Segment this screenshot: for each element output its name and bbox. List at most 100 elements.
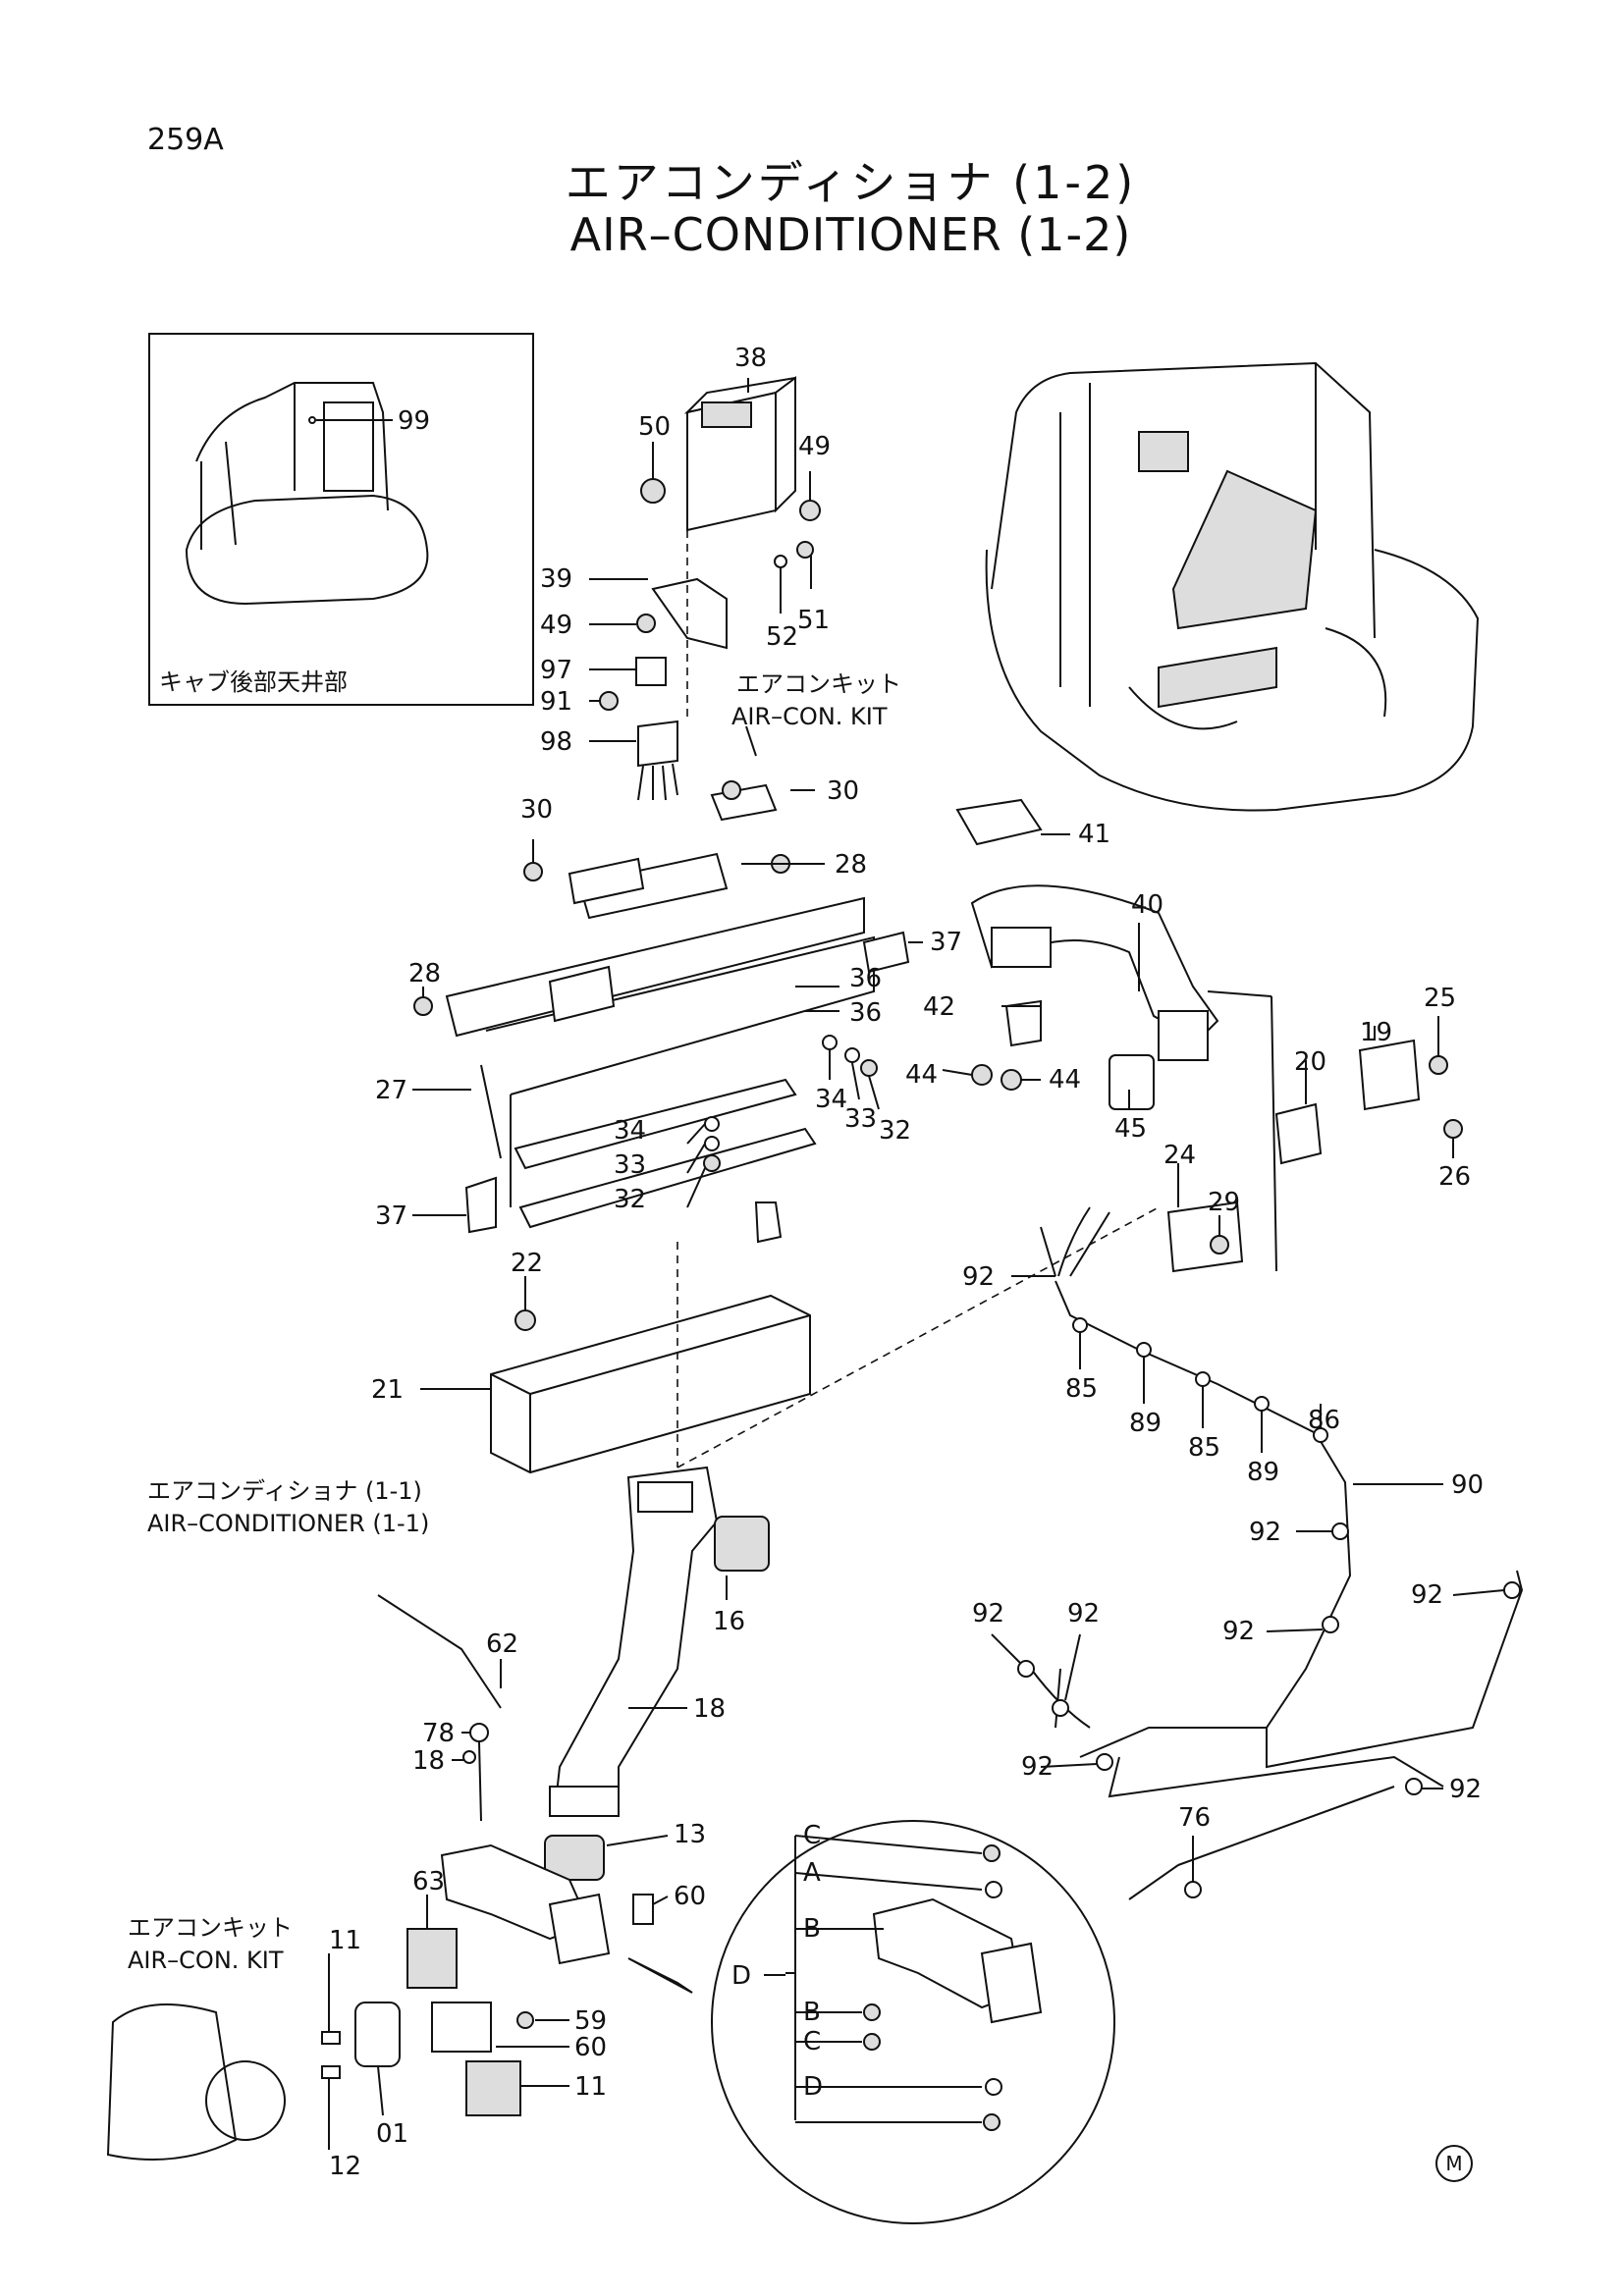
callout: 63 xyxy=(412,1867,445,1896)
callout-labels: 38 50 49 39 51 52 49 97 91 98 30 30 28 4… xyxy=(329,344,1484,2181)
callout: 91 xyxy=(540,687,572,717)
callout: 49 xyxy=(540,611,572,640)
callout: 89 xyxy=(1247,1458,1279,1487)
callout: 37 xyxy=(930,928,962,957)
callout: 33 xyxy=(614,1150,646,1180)
callout: 36 xyxy=(849,964,882,993)
callout: 42 xyxy=(923,992,955,1022)
callout: 11 xyxy=(574,2072,607,2102)
callout: 32 xyxy=(614,1185,646,1214)
callout: 40 xyxy=(1131,890,1163,920)
callout: 92 xyxy=(1067,1599,1100,1629)
callout: 22 xyxy=(511,1249,543,1278)
callout: 30 xyxy=(827,776,859,806)
callout: 45 xyxy=(1114,1114,1147,1144)
callout: 92 xyxy=(1411,1580,1443,1610)
callout: C xyxy=(803,2027,821,2056)
callout: 78 xyxy=(422,1719,455,1748)
inset-cab-view: 99 キャブ後部天井部 xyxy=(148,333,534,706)
callout: 28 xyxy=(835,850,867,880)
callout: 85 xyxy=(1065,1374,1098,1404)
callout: 92 xyxy=(1249,1518,1281,1547)
callout: 92 xyxy=(972,1599,1004,1629)
inset-caption: キャブ後部天井部 xyxy=(159,668,348,696)
callout: 28 xyxy=(408,959,441,988)
title-japanese: エアコンディショナ (1-2) xyxy=(565,156,1137,209)
callout: 85 xyxy=(1188,1433,1220,1463)
callout: 90 xyxy=(1451,1470,1484,1500)
callout: 50 xyxy=(638,412,671,442)
callout: 01 xyxy=(376,2119,408,2149)
footer-circled-mark: M xyxy=(1435,2145,1473,2182)
callout: 20 xyxy=(1294,1047,1326,1077)
callout: 92 xyxy=(1222,1617,1255,1646)
callout: 13 xyxy=(674,1820,706,1849)
callout: 33 xyxy=(844,1104,877,1134)
callout: 92 xyxy=(962,1262,995,1292)
callout: 59 xyxy=(574,2006,607,2036)
callout: 16 xyxy=(713,1607,745,1636)
callout: A xyxy=(803,1858,821,1888)
callout: 38 xyxy=(734,344,767,373)
callout: 11 xyxy=(329,1926,361,1955)
callout: 60 xyxy=(574,2033,607,2062)
callout: 18 xyxy=(412,1746,445,1776)
title-english: AIR–CONDITIONER (1-2) xyxy=(569,208,1132,261)
ref-note-en: AIR–CONDITIONER (1-1) xyxy=(147,1510,429,1537)
rear-duct-box xyxy=(490,1201,1160,1474)
wiring-harness xyxy=(1017,1206,1524,1900)
kit-note-jp: エアコンキット xyxy=(736,670,901,698)
callout: 97 xyxy=(540,656,572,685)
kit-notes: エアコンキット AIR–CON. KIT エアコンキット AIR–CON. KI… xyxy=(128,670,901,1974)
front-duct xyxy=(955,798,1463,1273)
leader-lines xyxy=(328,378,1505,2150)
callout: 34 xyxy=(815,1085,847,1114)
callout: 26 xyxy=(1438,1162,1471,1192)
callout: 29 xyxy=(1208,1188,1240,1217)
callout: 30 xyxy=(520,795,553,825)
callout: 92 xyxy=(1021,1752,1054,1782)
callout: 52 xyxy=(766,622,798,652)
kit-note-en: AIR–CON. KIT xyxy=(731,703,888,730)
kit-note-jp-lower: エアコンキット xyxy=(128,1914,293,1942)
callout: D xyxy=(731,1961,751,1991)
callout: D xyxy=(803,2072,823,2102)
callout: 51 xyxy=(797,606,830,635)
callout: 37 xyxy=(375,1201,407,1231)
callout: 44 xyxy=(905,1060,938,1090)
detail-circle-kit-01 xyxy=(711,1820,1115,2224)
vertical-duct xyxy=(377,1466,770,1881)
callout: B xyxy=(803,1998,821,2027)
callout: 49 xyxy=(798,432,831,461)
callout: 25 xyxy=(1424,984,1456,1013)
callout: 98 xyxy=(540,727,572,757)
callout: 27 xyxy=(375,1076,407,1105)
callout: C xyxy=(803,1821,821,1850)
callout: 44 xyxy=(1049,1065,1081,1095)
lower-bracket-assembly xyxy=(106,1843,693,2161)
callout: 86 xyxy=(1308,1406,1340,1435)
page-code: 259A xyxy=(147,123,224,157)
cab-machine-outline xyxy=(985,361,1480,812)
callout: 36 xyxy=(849,998,882,1028)
callout: 24 xyxy=(1163,1141,1196,1170)
relay-bracket-assembly xyxy=(599,376,821,801)
callout: 60 xyxy=(674,1882,706,1911)
callout: 18 xyxy=(693,1694,726,1724)
callout: B xyxy=(803,1914,821,1944)
callout: 21 xyxy=(371,1375,404,1405)
ref-note-jp: エアコンディショナ (1-1) xyxy=(147,1477,422,1505)
callout: 39 xyxy=(540,564,572,594)
callout: 19 xyxy=(1360,1018,1392,1047)
duct-panel-assembly xyxy=(413,780,910,1234)
callout: 41 xyxy=(1078,820,1110,849)
callout: 12 xyxy=(329,2152,361,2181)
callout: 76 xyxy=(1178,1803,1211,1833)
callout-99: 99 xyxy=(398,406,430,436)
callout: 92 xyxy=(1449,1775,1482,1804)
callout: 32 xyxy=(879,1116,911,1146)
callout: 89 xyxy=(1129,1409,1162,1438)
kit-note-en-lower: AIR–CON. KIT xyxy=(128,1947,284,1974)
